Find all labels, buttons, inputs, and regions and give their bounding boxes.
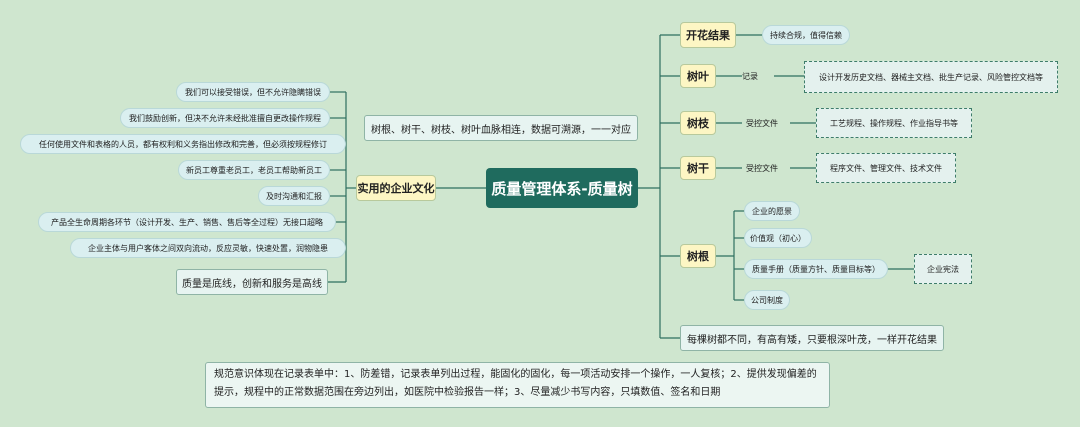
- roots-child-values[interactable]: 价值观（初心）: [744, 228, 812, 248]
- leaf-child[interactable]: 记录: [742, 71, 758, 81]
- twig-detail[interactable]: 工艺规程、操作规程、作业指导书等: [816, 108, 972, 138]
- trunk-detail[interactable]: 程序文件、管理文件、技术文件: [816, 153, 956, 183]
- roots-detail[interactable]: 企业宪法: [914, 254, 972, 284]
- branch-flower[interactable]: 开花结果: [680, 22, 736, 48]
- branch-roots[interactable]: 树根: [680, 244, 716, 268]
- branch-culture[interactable]: 实用的企业文化: [356, 175, 436, 201]
- trunk-child[interactable]: 受控文件: [746, 163, 778, 173]
- culture-item-6[interactable]: 产品全生命周期各环节（设计开发、生产、销售、售后等全过程）无接口超略: [38, 212, 336, 232]
- leaf-detail[interactable]: 设计开发历史文档、器械主文档、批生产记录、风险管控文档等: [804, 61, 1058, 93]
- bottom-note[interactable]: 规范意识体现在记录表单中：1、防差错，记录表单列出过程，能固化的固化，每一项活动…: [205, 362, 830, 408]
- twig-child[interactable]: 受控文件: [746, 118, 778, 128]
- root-node[interactable]: 质量管理体系-质量树: [486, 168, 638, 208]
- branch-twig[interactable]: 树枝: [680, 111, 716, 135]
- culture-item-5[interactable]: 及时沟通和汇报: [258, 186, 330, 206]
- summary-note[interactable]: 每棵树都不同，有高有矮，只要根深叶茂，一样开花结果: [680, 325, 944, 351]
- culture-item-1[interactable]: 我们可以接受错误，但不允许隐瞒错误: [176, 82, 330, 102]
- roots-child-policy[interactable]: 公司制度: [744, 290, 790, 310]
- roots-child-manual[interactable]: 质量手册（质量方针、质量目标等）: [744, 259, 888, 279]
- culture-item-3[interactable]: 任何使用文件和表格的人员，都有权利和义务指出修改和完善，但必须按规程修订: [20, 134, 346, 154]
- culture-item-2[interactable]: 我们鼓励创新，但决不允许未经批准擅自更改操作规程: [120, 108, 330, 128]
- culture-bottom[interactable]: 质量是底线，创新和服务是高线: [176, 269, 328, 295]
- flower-child[interactable]: 持续合规，值得信赖: [762, 25, 850, 45]
- culture-item-7[interactable]: 企业主体与用户客体之间双向流动，反应灵敏，快速处置，润物隐患: [70, 238, 346, 258]
- roots-child-vision[interactable]: 企业的愿景: [744, 201, 800, 221]
- branch-leaf[interactable]: 树叶: [680, 64, 716, 88]
- center-note[interactable]: 树根、树干、树枝、树叶血脉相连，数据可溯源，一一对应: [364, 115, 638, 141]
- branch-trunk[interactable]: 树干: [680, 156, 716, 180]
- culture-item-4[interactable]: 新员工尊重老员工，老员工帮助新员工: [178, 160, 330, 180]
